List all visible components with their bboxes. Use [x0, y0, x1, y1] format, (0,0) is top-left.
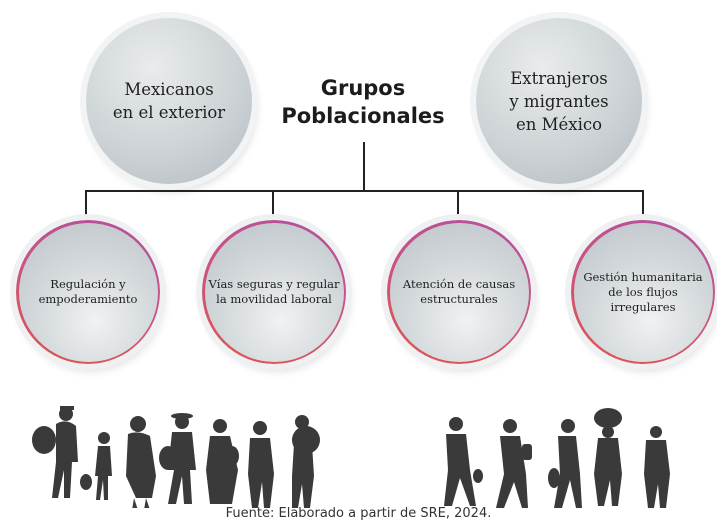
person-silhouette	[594, 408, 622, 506]
axis-label-atencion: Atención de causas estructurales	[402, 277, 516, 306]
axis-circle-atencion: Atención de causas estructurales	[387, 220, 531, 364]
axis-label-regulacion: Regulación y empoderamiento	[38, 277, 138, 306]
person-silhouette	[548, 419, 582, 508]
person-silhouette	[444, 417, 483, 506]
person-silhouette	[248, 421, 274, 508]
person-silhouette	[644, 426, 670, 508]
group-label-mexicanos: Mexicanos en el exterior	[112, 80, 226, 122]
person-silhouette	[80, 432, 112, 500]
person-silhouette	[159, 413, 196, 504]
diagram-title: Grupos Poblacionales	[281, 76, 445, 128]
axis-circle-vias-seguras: Vías seguras y regular la movilidad labo…	[202, 220, 346, 364]
migrant-silhouettes-illustration	[32, 406, 670, 508]
person-silhouette	[206, 419, 239, 504]
axis-circle-gestion: Gestión humanitaria de los flujos irregu…	[571, 220, 715, 364]
axis-label-vias-seguras: Vías seguras y regular la movilidad labo…	[208, 277, 340, 306]
group-circle-mexicanos: Mexicanos en el exterior	[86, 18, 252, 184]
source-caption: Fuente: Elaborado a partir de SRE, 2024.	[225, 506, 492, 521]
person-silhouette	[32, 406, 78, 498]
person-silhouette	[126, 416, 156, 508]
person-silhouette	[292, 415, 320, 508]
axis-circle-regulacion: Regulación y empoderamiento	[16, 220, 160, 364]
group-circle-extranjeros: Extranjeros y migrantes en México	[476, 18, 642, 184]
axis-label-gestion: Gestión humanitaria de los flujos irregu…	[583, 269, 703, 314]
person-silhouette	[496, 419, 532, 508]
group-label-extranjeros: Extranjeros y migrantes en México	[509, 68, 609, 134]
